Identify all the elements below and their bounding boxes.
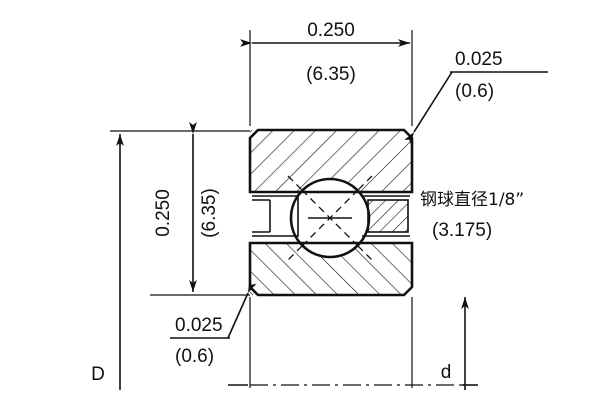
- dim-height-mm: (6.35): [199, 188, 220, 238]
- label-D: D: [91, 364, 105, 385]
- dim-width-mm: (6.35): [306, 64, 356, 85]
- leader-line-bottom-left: [227, 280, 257, 339]
- dimension-outer-diameter-D: D: [91, 134, 124, 390]
- dim-height-inch: 0.250: [153, 189, 174, 237]
- dim-width-inch: 0.250: [307, 20, 355, 41]
- chamfer-bl-inch: 0.025: [175, 315, 223, 336]
- inner-ring: [248, 241, 414, 297]
- ball-annotation-mm: (3.175): [432, 220, 492, 241]
- ball-annotation-label: 钢球直径1/8”: [420, 190, 524, 210]
- callout-chamfer-top-right: 0.025 (0.6): [404, 49, 548, 145]
- right-recess-outline: [362, 195, 410, 237]
- annotation-steel-ball: 钢球直径1/8” (3.175): [420, 190, 524, 241]
- dimension-width-top: 0.250 (6.35): [240, 20, 413, 126]
- right-seal-hatch: [368, 200, 408, 232]
- chamfer-bl-mm: (0.6): [175, 346, 214, 367]
- dimension-height-left: 0.250 (6.35): [110, 122, 250, 296]
- steel-ball: [287, 175, 373, 261]
- ball-circle: [289, 177, 371, 259]
- left-recess-outline: [252, 195, 299, 237]
- label-d: d: [441, 362, 452, 383]
- chamfer-tr-inch: 0.025: [455, 49, 503, 70]
- ball-axis-extend-ur: [357, 175, 373, 191]
- callout-chamfer-bottom-left: 0.025 (0.6): [170, 280, 257, 367]
- bearing-cross-section: [248, 128, 414, 297]
- leader-line-top-right: [404, 71, 453, 145]
- chamfer-tr-mm: (0.6): [455, 81, 494, 102]
- raceway-gap-lines: [250, 191, 412, 244]
- dimension-inner-diameter-d: d: [441, 297, 469, 390]
- ball-axis-extend-lr: [357, 245, 373, 261]
- ball-axis-extend-ul: [287, 175, 303, 191]
- ball-axis-extend-ll: [287, 245, 303, 261]
- outer-ring: [248, 128, 414, 194]
